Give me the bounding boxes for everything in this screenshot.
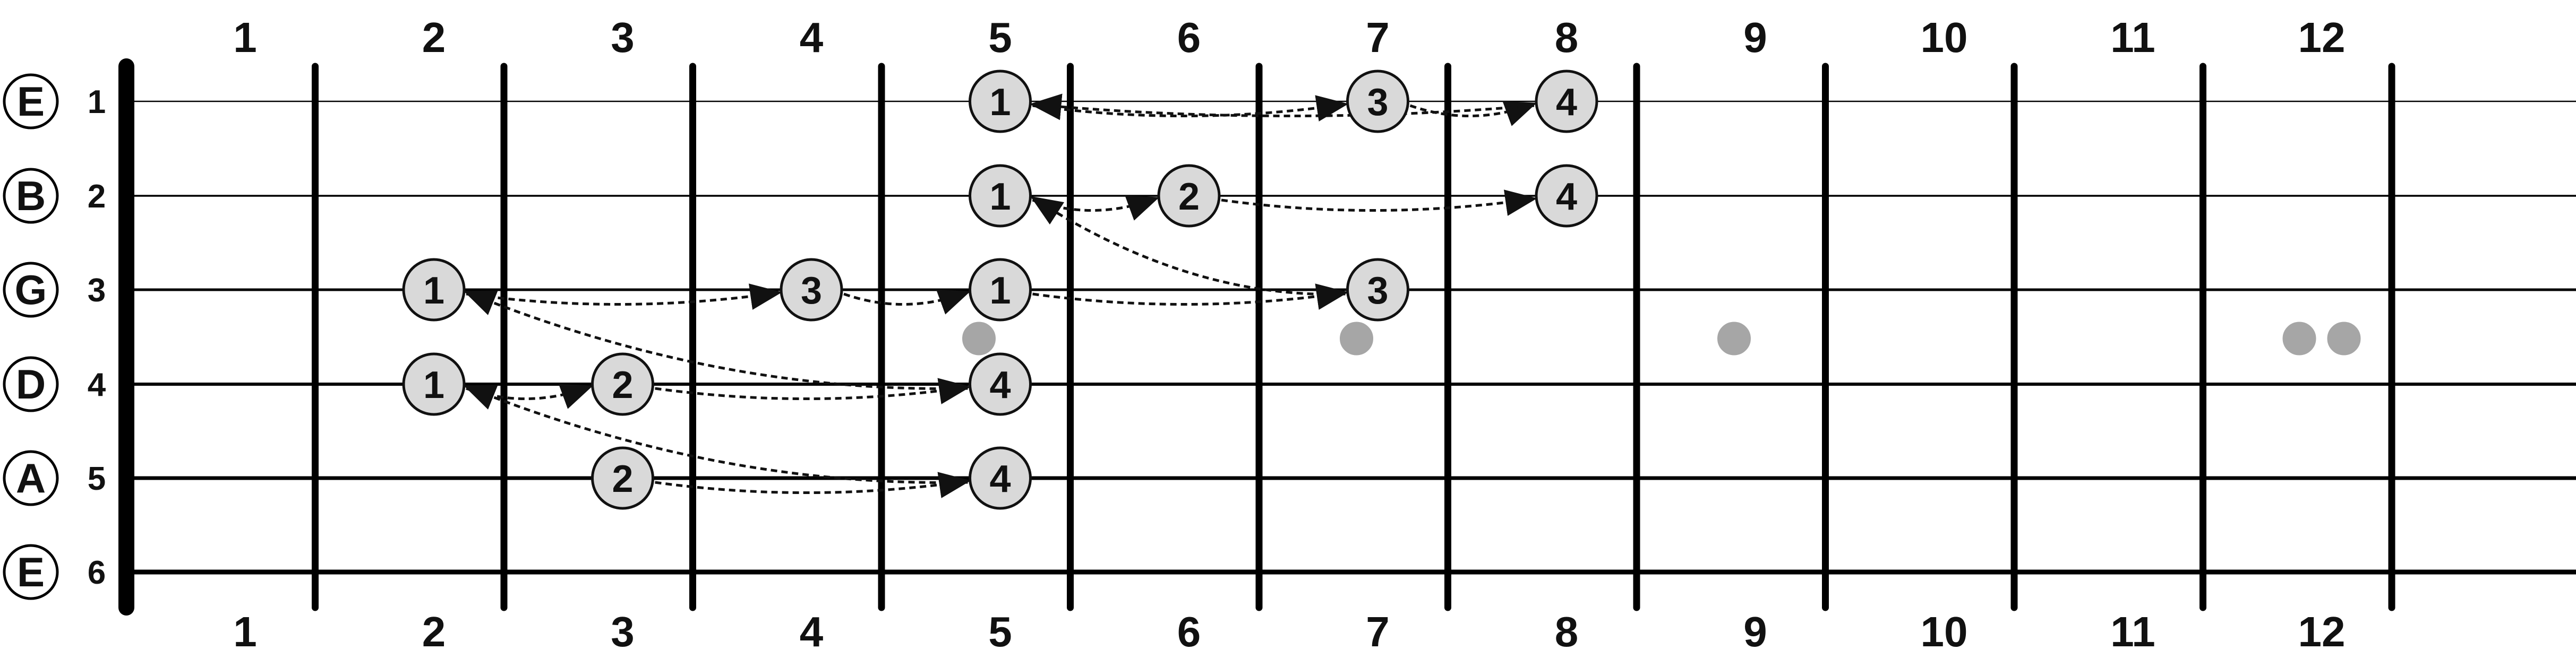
note-circle — [402, 258, 466, 322]
notes-layer: 1 3 4 1 2 4 1 3 1 3 1 2 4 2 4 — [402, 70, 1598, 510]
note-finger-label: 1 — [423, 270, 444, 312]
frets-layer — [118, 58, 2395, 616]
fret-number-bottom: 7 — [1366, 608, 1390, 655]
string-letter-circle — [3, 168, 59, 224]
string-letter: G — [15, 266, 47, 313]
fret-marker-dot — [1338, 320, 1375, 357]
note-circle — [1346, 258, 1409, 322]
movement-arrow — [655, 378, 971, 404]
movement-arrow — [463, 385, 968, 484]
note-circle — [591, 446, 654, 510]
fret-number-bottom: 4 — [800, 608, 824, 655]
note-circle — [969, 70, 1032, 133]
fret-number-top: 4 — [800, 14, 824, 61]
fret-number-bottom: 3 — [611, 608, 635, 655]
note-finger-label: 1 — [989, 176, 1011, 218]
string-letter-circle — [3, 356, 59, 412]
fret-number-top: 1 — [233, 14, 257, 61]
fret-number-bottom: 5 — [988, 608, 1012, 655]
fret-number-bottom: 9 — [1743, 608, 1767, 655]
string-number: 2 — [88, 178, 106, 215]
fret-marker-dot — [961, 320, 997, 357]
note-finger-label: 2 — [1178, 176, 1200, 218]
movement-arrow — [1030, 196, 1346, 296]
note-circle — [1535, 164, 1598, 228]
string-number: 3 — [88, 272, 106, 309]
movement-arrow — [466, 283, 782, 310]
note-circle — [402, 352, 466, 416]
movement-arrow — [655, 472, 971, 498]
note-circle — [969, 446, 1032, 510]
fret-number-bottom: 11 — [2110, 608, 2155, 655]
string-letter: D — [16, 361, 46, 408]
fret-number-top: 8 — [1555, 14, 1579, 61]
fret-marker-dot — [1716, 320, 1752, 357]
string-letter: E — [17, 549, 45, 595]
movement-arrow — [843, 289, 971, 315]
movement-arrow — [1032, 283, 1349, 310]
fret-marker-dot — [2281, 320, 2318, 357]
movement-arrow — [1409, 101, 1537, 126]
fret-number-bottom: 10 — [1921, 608, 1968, 655]
fret-number-bottom: 12 — [2298, 608, 2346, 655]
note-finger-label: 4 — [1556, 176, 1577, 218]
string-letter-circle — [3, 73, 59, 129]
string-number: 1 — [88, 84, 106, 120]
note-finger-label: 4 — [989, 458, 1011, 500]
note-circle — [969, 352, 1032, 416]
fret-number-bottom: 2 — [422, 608, 446, 655]
fret-number-top: 5 — [988, 14, 1012, 61]
note-circle — [969, 258, 1032, 322]
fret-number-top: 3 — [611, 14, 635, 61]
fret-number-top: 12 — [2298, 14, 2346, 61]
fret-marker-dot — [2325, 320, 2363, 357]
note-circle — [1346, 70, 1409, 133]
fret-markers-layer — [961, 320, 2363, 357]
note-finger-label: 1 — [989, 270, 1011, 312]
fret-number-top: 11 — [2110, 14, 2155, 61]
string-letter-circle — [3, 262, 59, 318]
fret-number-bottom: 6 — [1177, 608, 1201, 655]
string-letter: E — [17, 78, 45, 125]
note-finger-label: 2 — [612, 458, 633, 500]
note-finger-label: 1 — [423, 364, 444, 406]
note-finger-label: 3 — [1367, 81, 1388, 124]
note-circle — [591, 352, 654, 416]
string-letter-circle — [3, 450, 59, 506]
string-number: 5 — [88, 461, 106, 497]
string-letter: B — [16, 172, 46, 219]
fret-number-top: 6 — [1177, 14, 1201, 61]
fret-number-top: 7 — [1366, 14, 1390, 61]
string-number: 6 — [88, 555, 106, 591]
note-circle — [1535, 70, 1598, 133]
note-finger-label: 3 — [801, 270, 822, 312]
movement-arrow — [1029, 93, 1535, 120]
string-letter: A — [16, 455, 46, 501]
fret-number-bottom: 8 — [1555, 608, 1579, 655]
string-number: 4 — [88, 367, 106, 403]
note-finger-label: 3 — [1367, 270, 1388, 312]
note-circle — [969, 164, 1032, 228]
fret-number-top: 2 — [422, 14, 446, 61]
fret-number-top: 10 — [1921, 14, 1968, 61]
fret-number-top: 9 — [1743, 14, 1767, 61]
fret-number-bottom: 1 — [233, 608, 257, 655]
note-finger-label: 1 — [989, 81, 1011, 124]
note-circle — [1157, 164, 1221, 228]
movement-arrow — [1221, 189, 1537, 216]
string-letter-circle — [3, 544, 59, 600]
note-finger-label: 4 — [989, 364, 1011, 406]
note-finger-label: 2 — [612, 364, 633, 406]
note-circle — [780, 258, 843, 322]
movement-arrow — [1032, 95, 1349, 122]
arrows-layer — [463, 93, 1537, 498]
note-finger-label: 4 — [1556, 81, 1577, 124]
movement-arrow — [463, 290, 968, 390]
